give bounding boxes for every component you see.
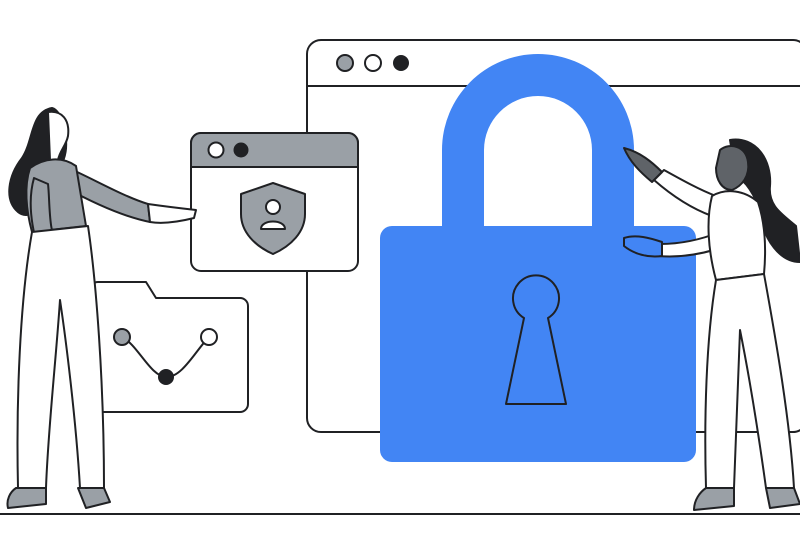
shield-card xyxy=(190,132,359,272)
padlock-shackle xyxy=(442,54,634,232)
shield-user-icon xyxy=(240,182,306,255)
window-dot-black xyxy=(393,55,409,71)
padlock-icon xyxy=(380,54,696,462)
graph-point-1 xyxy=(113,328,131,346)
person-left xyxy=(6,107,197,509)
person-right xyxy=(623,138,800,511)
window-dot-white xyxy=(364,54,382,72)
shoe-right xyxy=(765,487,800,509)
trousers xyxy=(704,273,795,489)
folder-chart-icon xyxy=(89,281,249,413)
graph-point-2 xyxy=(158,369,174,385)
window-dot-gray xyxy=(336,54,354,72)
shoe-right xyxy=(77,487,111,509)
graph-point-3 xyxy=(200,328,218,346)
trousers xyxy=(16,225,105,489)
keyhole xyxy=(505,274,567,405)
shoe-left xyxy=(693,487,735,511)
shoe-left xyxy=(6,487,47,509)
shirt xyxy=(707,190,767,281)
